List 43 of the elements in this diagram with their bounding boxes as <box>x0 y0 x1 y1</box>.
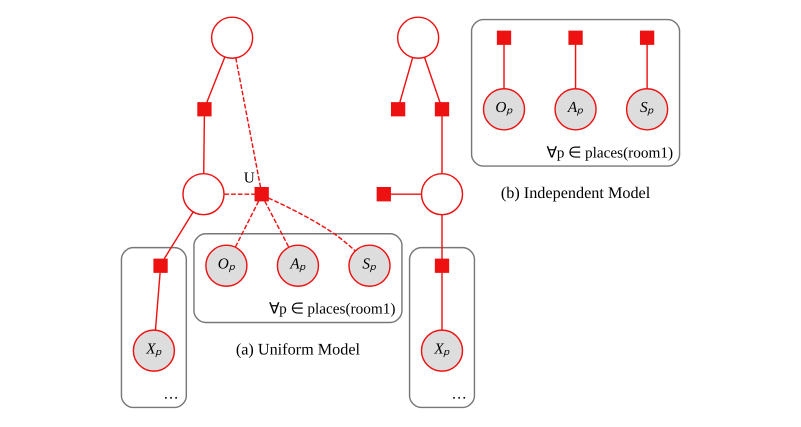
node-circle: Sₚ <box>626 88 668 130</box>
node-box <box>254 187 269 202</box>
node-box <box>153 258 168 273</box>
node-circle: Sₚ <box>348 244 391 287</box>
connector <box>441 214 443 259</box>
node-circle: Aₚ <box>554 88 597 130</box>
node-circle: Oₚ <box>205 244 248 287</box>
connector <box>234 200 260 248</box>
node-circle: Xₚ <box>420 329 464 372</box>
node-box <box>496 30 512 45</box>
node-box <box>434 102 450 116</box>
node-circle <box>182 172 225 216</box>
label: (b) Independent Model <box>500 184 650 202</box>
connector <box>206 56 226 103</box>
node-circle <box>210 16 254 59</box>
node-box <box>568 30 583 45</box>
connector <box>224 193 255 195</box>
node-label: U <box>244 170 255 187</box>
node-box <box>376 187 391 202</box>
connector <box>441 272 443 330</box>
connector <box>264 200 290 248</box>
node-box <box>640 30 654 45</box>
connector <box>646 44 648 88</box>
node-circle: Oₚ <box>482 88 526 130</box>
node-circle: Xₚ <box>132 329 176 372</box>
connector <box>399 58 414 103</box>
connector <box>164 212 194 260</box>
connector <box>154 272 161 330</box>
connector <box>390 193 422 195</box>
connector <box>268 197 356 252</box>
node-circle: Aₚ <box>276 244 320 287</box>
connector <box>503 44 505 88</box>
node-box <box>434 258 450 273</box>
connector <box>203 116 206 174</box>
node-box <box>197 102 212 116</box>
connector <box>424 57 441 103</box>
node-box <box>390 102 406 116</box>
connector <box>235 58 262 188</box>
connector <box>574 44 576 88</box>
connector <box>441 116 443 174</box>
node-circle <box>396 16 440 59</box>
node-circle <box>420 172 464 216</box>
label: (a) Uniform Model <box>236 340 360 359</box>
